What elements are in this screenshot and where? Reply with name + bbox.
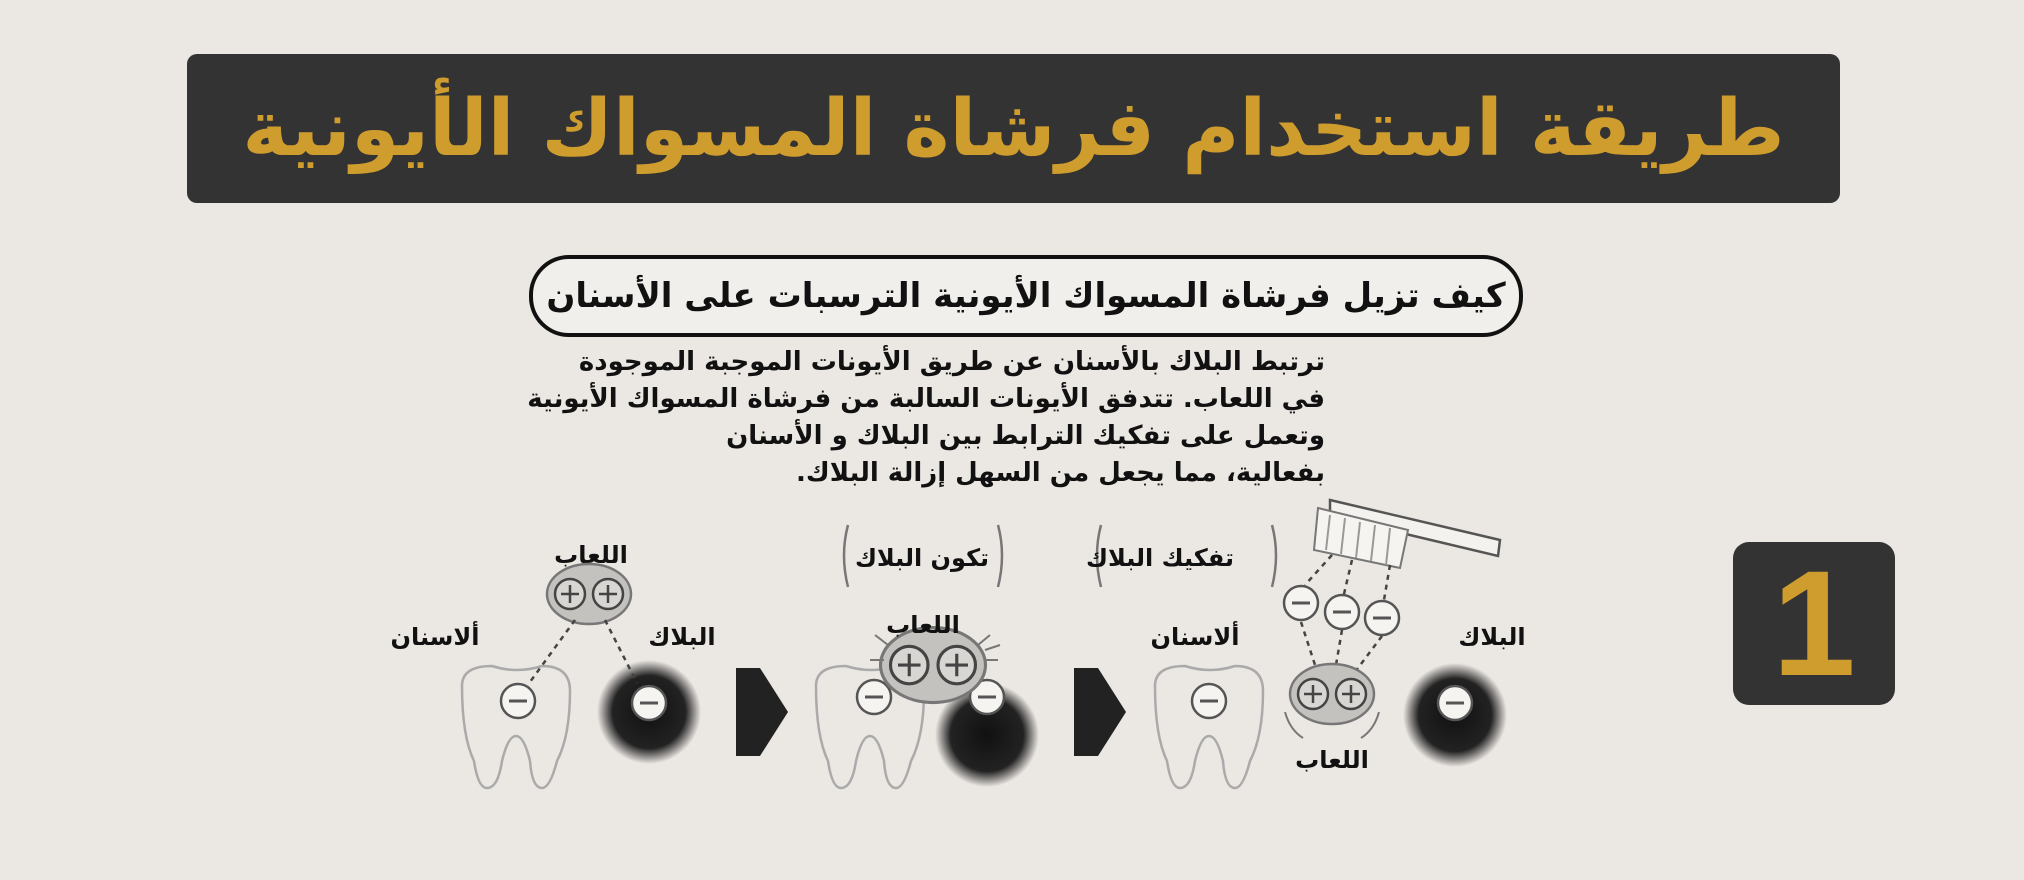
stage-label: تفكيك البلاك [1086,544,1234,572]
dotted-arrow-icon [1299,554,1392,673]
negative-ion-icon [1323,593,1361,631]
negative-ion-icon [1436,684,1474,722]
saliva-positive-ions-icon [1290,664,1374,724]
teeth-label: ألاسنان [1151,621,1240,651]
step-number-badge: 1 [1733,539,1895,707]
saliva-positive-ions-icon [547,564,631,624]
vibration-lines-icon [870,634,1001,661]
plaque-label: البلاك [1458,623,1525,651]
arrow-right-icon [736,668,788,756]
negative-ion-icon [1363,599,1401,637]
subtitle-pill: كيف تزيل فرشاة المسواك الأيونية الترسبات… [529,255,1523,337]
panel-plaque-formation: تكون البلاك اللعاب [814,524,1039,790]
teeth-label: ألاسنان [391,621,480,651]
saliva-label: اللعاب [886,611,960,639]
negative-ion-icon [1282,584,1320,622]
panel-bonding: اللعاب ألاسنان البلاك [391,541,716,790]
bracket-icon [1095,524,1278,588]
description-line: ترتبط البلاك بالأسنان عن طريق الأيونات ا… [578,347,1325,377]
subtitle: كيف تزيل فرشاة المسواك الأيونية الترسبات… [546,276,1506,316]
negative-ion-icon [630,684,668,722]
description: ترتبط البلاك بالأسنان عن طريق الأيونات ا… [500,344,1325,492]
title-banner: طريقة استخدام فرشاة المسواك الأيونية [187,54,1840,203]
toothbrush-icon [1312,498,1502,570]
negative-ion-icon [499,682,537,720]
arrow-right-icon [1074,668,1126,756]
panel-plaque-breakdown: تفكيك البلاك ألاسنان اللعاب البلاك [1086,498,1526,790]
description-line: وتعمل على تفكيك الترابط بين البلاك و الأ… [726,421,1325,451]
negative-ion-icon [855,678,893,716]
plaque-label: البلاك [648,623,715,651]
saliva-label: اللعاب [1295,746,1369,774]
step-number: 1 [1772,539,1856,707]
description-line: في اللعاب. تتدفق الأيونات السالبة من فرش… [527,384,1325,414]
negative-ion-icon [1190,682,1228,720]
vibration-lines-icon [1284,711,1380,739]
page-title: طريقة استخدام فرشاة المسواك الأيونية [242,83,1785,174]
dotted-arrow-icon [528,619,639,684]
stage-label: تكون البلاك [855,544,989,572]
bracket-icon [842,524,1004,588]
description-line: بفعالية، مما يجعل من السهل إزالة البلاك. [796,458,1325,488]
